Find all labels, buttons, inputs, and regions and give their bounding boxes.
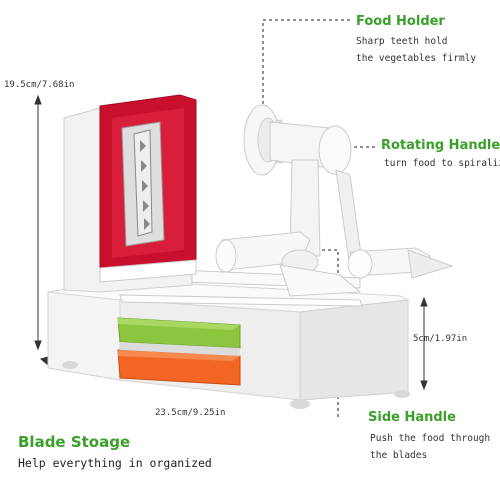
food-holder-desc-line2: the vegetables firmly	[356, 53, 477, 64]
blade-frame	[63, 94, 197, 293]
food-holder-leader	[262, 19, 350, 105]
blade-storage-desc: Help everything in organized	[18, 456, 212, 470]
blade-storage-trays	[117, 317, 241, 386]
food-holder-title: Food Holder	[356, 14, 445, 29]
width-dimension-label: 23.5cm/9.25in	[155, 408, 226, 418]
side-handle	[215, 231, 362, 297]
side-handle-desc-line2: the blades	[370, 450, 428, 461]
depth-dimension-label: 5cm/1.97in	[413, 334, 468, 344]
food-holder-desc-line1: Sharp teeth hold	[356, 36, 448, 47]
side-handle-desc-line1: Push the food through	[370, 433, 491, 444]
side-handle-title: Side Handle	[368, 410, 456, 425]
crank-assembly	[269, 121, 454, 279]
rotating-handle-title: Rotating Handle	[381, 138, 500, 153]
blade-storage-title: Blade Stoage	[18, 433, 131, 451]
rotating-handle-desc: turn food to spiralize	[384, 158, 500, 169]
height-dimension-label: 19.5cm/7.68in	[4, 80, 75, 90]
